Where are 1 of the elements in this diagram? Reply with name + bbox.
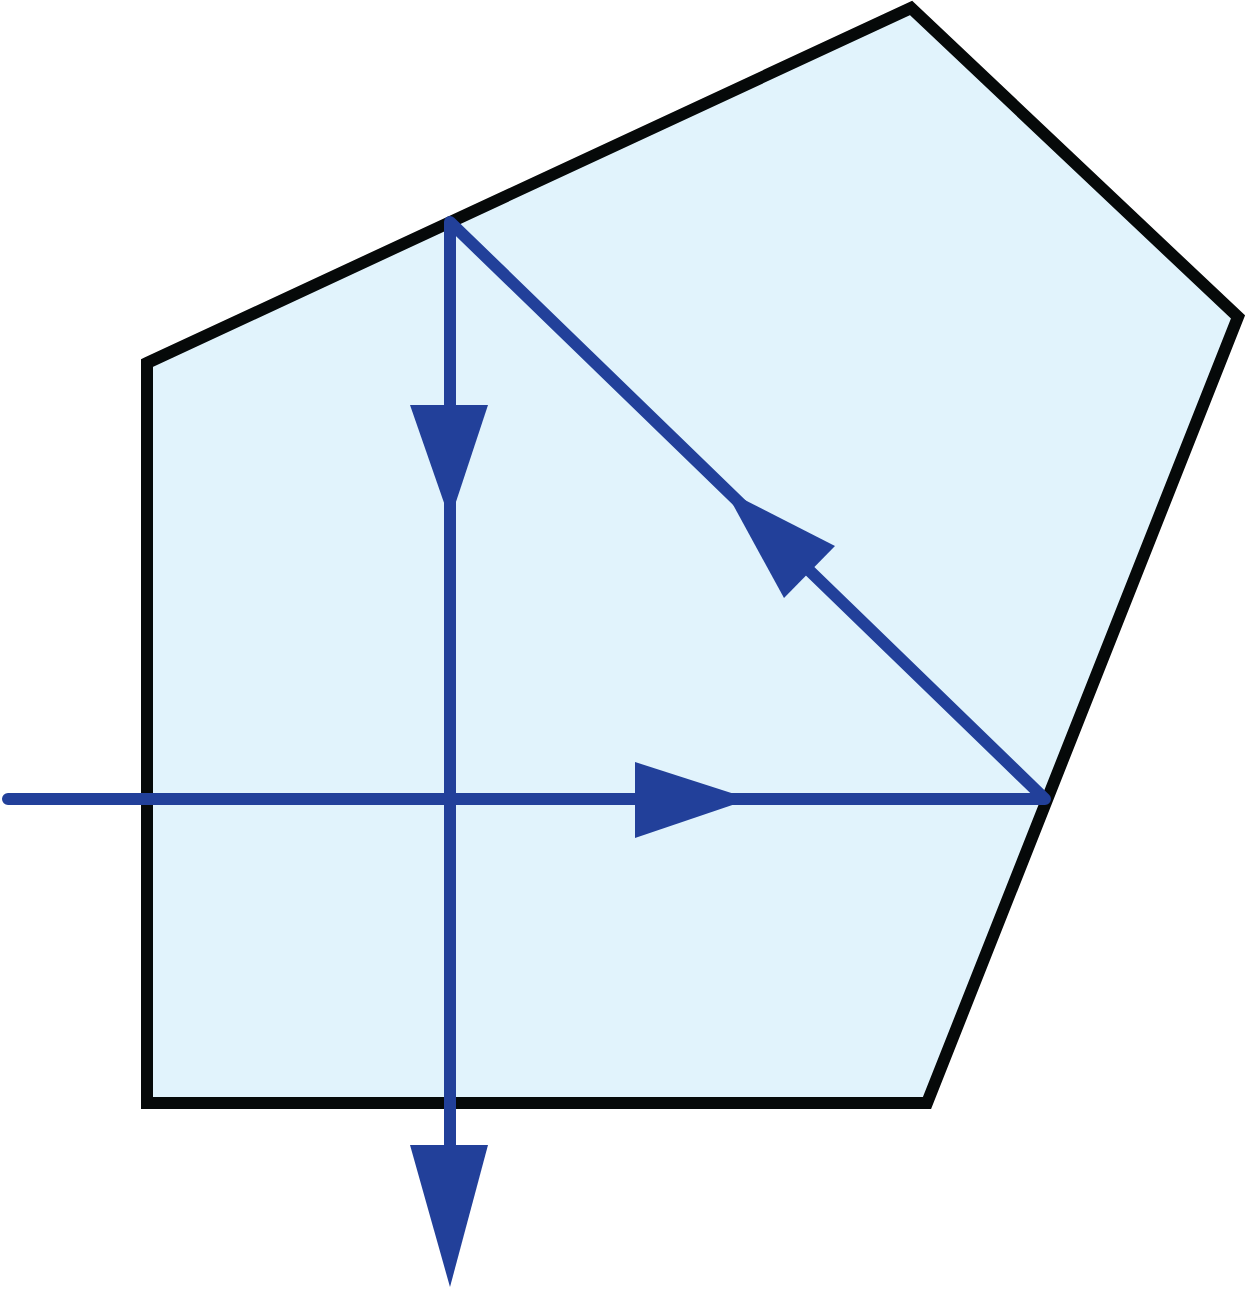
- prism-pentagon: [141, 0, 1245, 1109]
